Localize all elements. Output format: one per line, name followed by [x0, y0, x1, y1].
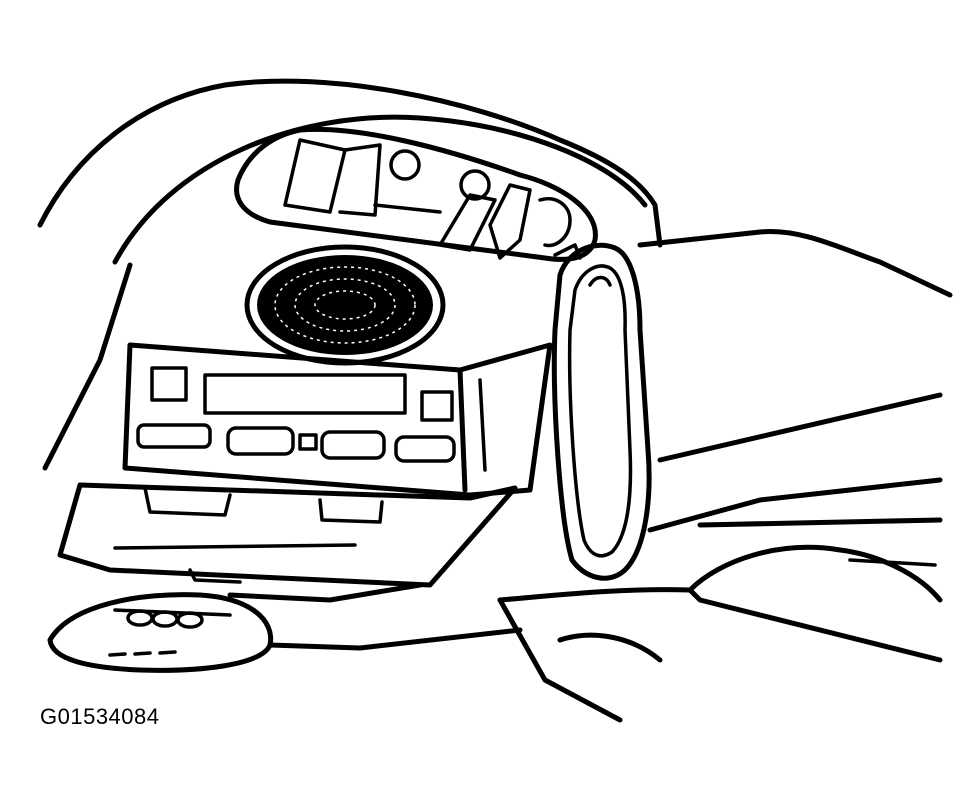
headliner-outline — [37, 78, 953, 471]
sun-visor — [551, 242, 652, 581]
control-panel — [122, 342, 553, 498]
speaker-grille — [244, 244, 446, 366]
upper-console — [234, 126, 598, 262]
interior-surfaces — [497, 392, 943, 723]
dome-light — [47, 582, 523, 673]
lower-tray — [57, 482, 518, 588]
figure-id-caption: G01534084 — [40, 704, 160, 729]
